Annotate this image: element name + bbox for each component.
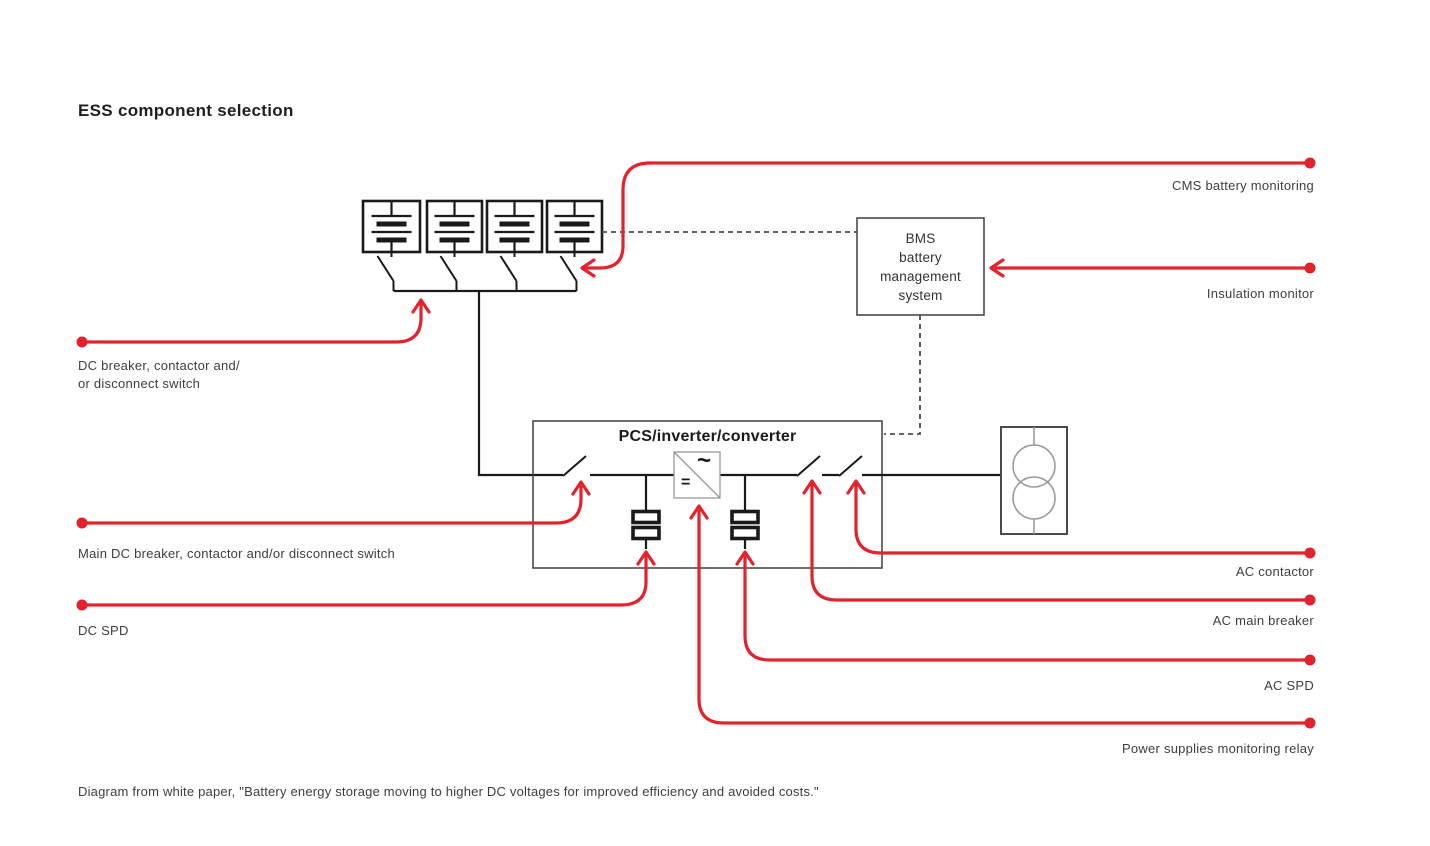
callout-label-cms-battery-monitoring: CMS battery monitoring [1171, 178, 1314, 193]
pcs-switches [562, 455, 863, 477]
transformer-symbol [1000, 426, 1068, 535]
ac-main-breaker-switch [796, 455, 821, 477]
callout-label-dc-breaker: DC breaker, contactor and/ or disconnect… [78, 358, 240, 391]
cms-callout-arrow [580, 157, 1316, 278]
callout-label-ac-spd: AC SPD [1264, 678, 1314, 693]
ac-contactor-switch [838, 455, 863, 477]
dc-spd-symbol [631, 475, 661, 549]
ac-spd-callout-arrow [735, 550, 1316, 666]
insulation-monitor-callout-arrow [989, 258, 1316, 278]
battery-disconnect-switches [376, 252, 578, 477]
bms-box-label: BMS battery management system [880, 231, 961, 303]
ac-spd-symbol [730, 475, 760, 549]
inverter-ac-symbol: ~ [697, 447, 712, 474]
ac-contactor-callout-arrow [846, 479, 1316, 559]
main-dc-breaker-switch [562, 455, 587, 477]
callout-label-ac-contactor: AC contactor [1235, 564, 1314, 579]
callout-label-power-supplies-relay: Power supplies monitoring relay [1121, 741, 1314, 756]
callout-label-main-dc-breaker: Main DC breaker, contactor and/or discon… [78, 546, 395, 561]
callout-label-dc-spd: DC SPD [78, 623, 129, 638]
source-caption: Diagram from white paper, "Battery energ… [78, 784, 819, 799]
bms-box [856, 217, 985, 316]
callout-label-insulation-monitor: Insulation monitor [1206, 286, 1314, 301]
inverter-symbol [673, 451, 721, 499]
power-supplies-relay-callout-arrow [689, 504, 1316, 729]
ac-main-breaker-callout-arrow [802, 479, 1316, 606]
page-title: ESS component selection [78, 101, 294, 120]
battery-cell-symbols [371, 201, 595, 252]
dc-breaker-callout-arrow [76, 298, 431, 348]
pcs-box-label: PCS/inverter/converter [618, 428, 797, 445]
dc-spd-callout-arrow [76, 550, 656, 611]
inverter-dc-symbol: = [681, 474, 691, 491]
callout-label-ac-main-breaker: AC main breaker [1212, 613, 1314, 628]
pcs-box [532, 420, 883, 569]
bms-comm-links [602, 231, 921, 435]
dc-feeder-line [477, 291, 563, 477]
bms-to-pcs-dashed-link [884, 315, 921, 435]
main-dc-breaker-callout-arrow [76, 480, 591, 529]
